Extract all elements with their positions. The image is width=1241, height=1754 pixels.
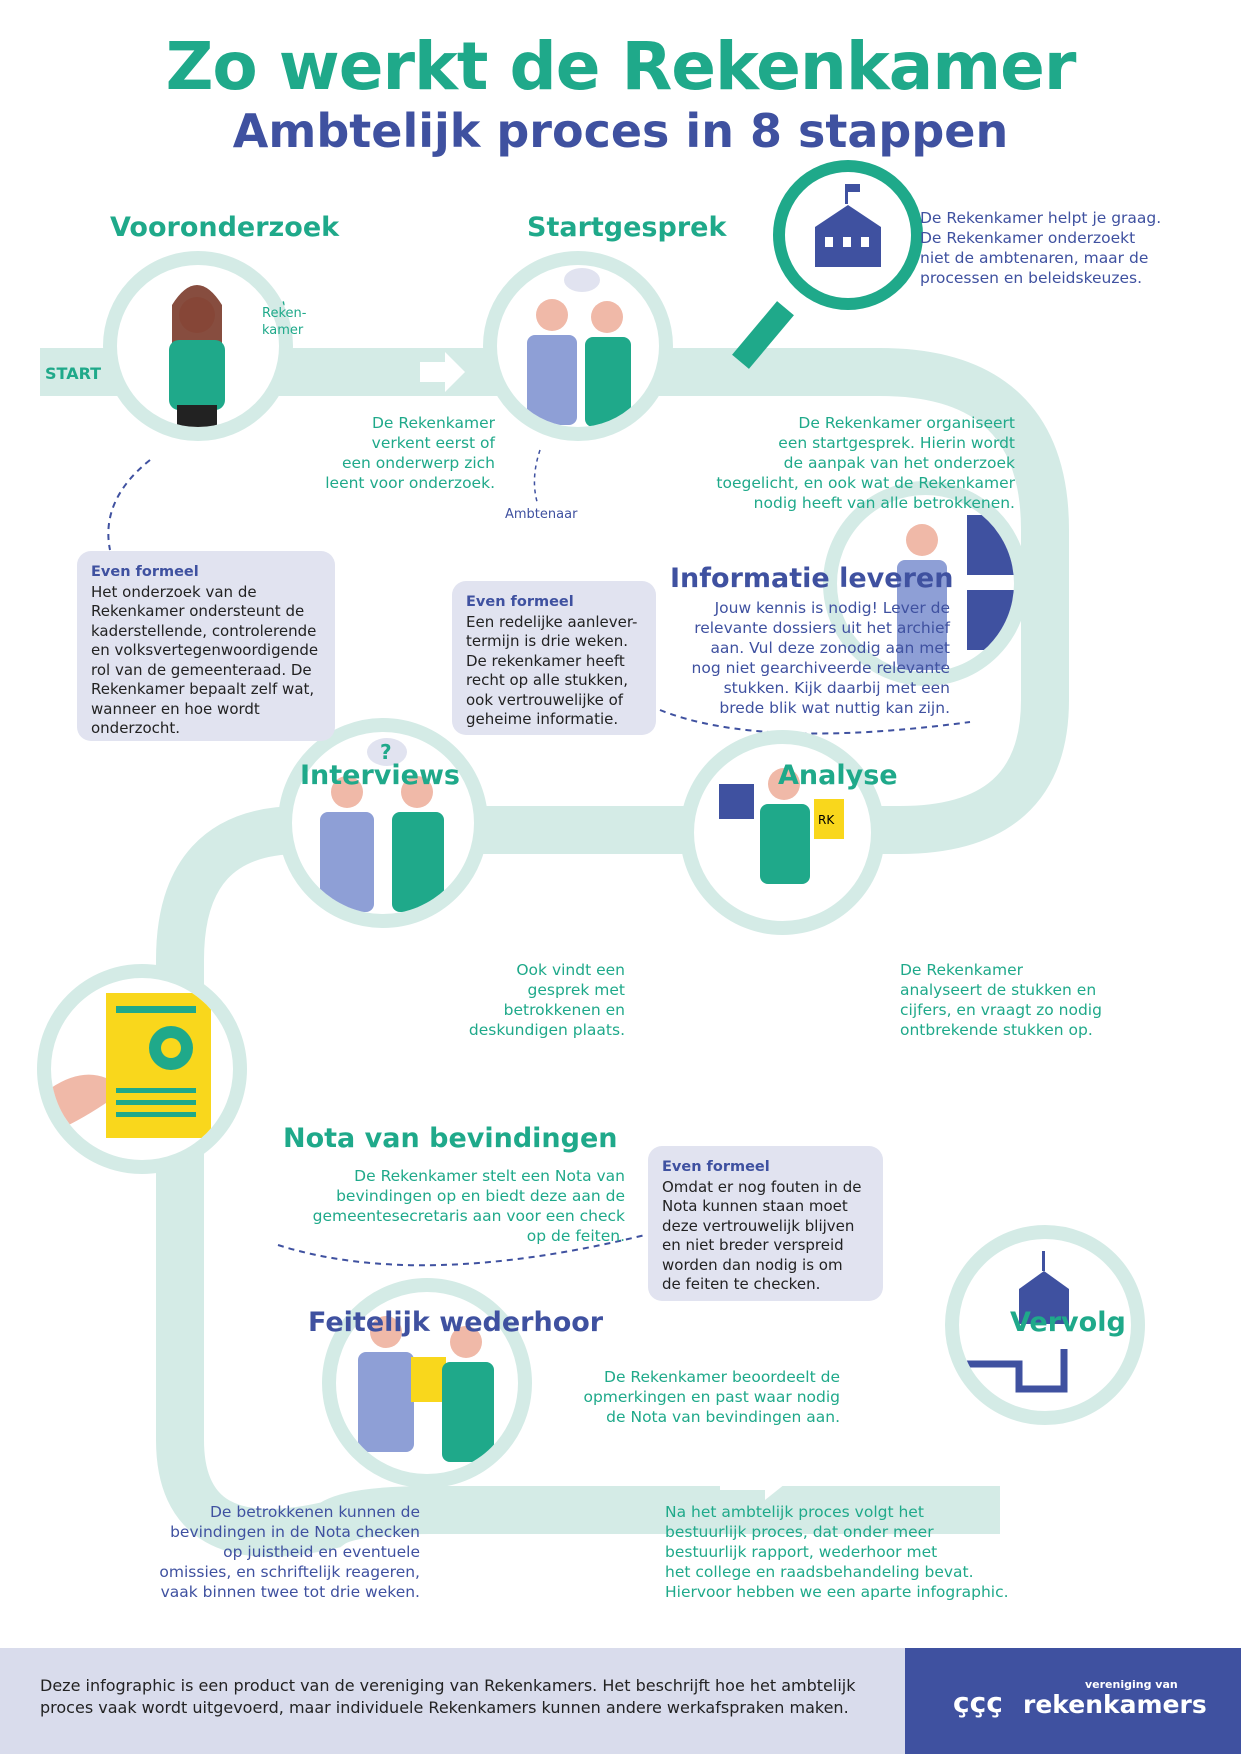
logo-big-text: rekenkamers	[1023, 1690, 1207, 1719]
step-text-nota: De Rekenkamer stelt een Nota van bevindi…	[312, 1167, 625, 1245]
footer-text: Deze infographic is een product van de v…	[0, 1648, 905, 1754]
step-text-analyse: De Rekenkamer analyseert de stukken en c…	[900, 961, 1102, 1039]
step-text-feitelijk-2: De Rekenkamer beoordeelt de opmerkingen …	[583, 1368, 840, 1426]
step-text-informatie: Jouw kennis is nodig! Lever de relevante…	[691, 599, 950, 717]
info-box-text: Het onderzoek van de Rekenkamer onderste…	[91, 582, 319, 738]
svg-text:RK: RK	[818, 813, 835, 827]
logo-small-text: vereniging van	[1085, 1678, 1178, 1691]
step-text-interviews: Ook vindt een gesprek met betrokkenen en…	[468, 961, 625, 1039]
vooronderzoek-illustration	[103, 251, 293, 441]
startgesprek-illustration	[483, 251, 673, 441]
step-title-interviews: Interviews	[300, 760, 460, 791]
label-rekenkamer: Reken- kamer	[262, 306, 307, 338]
step-title-startgesprek: Startgesprek	[527, 212, 727, 243]
info-box-text: Een redelijke aanlever- termijn is drie …	[466, 612, 638, 729]
arrows	[420, 352, 790, 1500]
page-title: Zo werkt de Rekenkamer	[165, 28, 1077, 105]
label-ambtenaar: Ambtenaar	[505, 507, 578, 522]
step-text-startgesprek: De Rekenkamer organiseert een startgespr…	[716, 414, 1015, 512]
nota-illustration	[37, 964, 247, 1174]
magnifier-icon	[773, 160, 923, 310]
magnifier-text: De Rekenkamer helpt je graag. De Rekenka…	[920, 209, 1162, 287]
step-title-nota: Nota van bevindingen	[283, 1123, 618, 1154]
logo-icon: ççç	[953, 1686, 1003, 1719]
page-subtitle: Ambtelijk proces in 8 stappen	[232, 104, 1009, 158]
step-title-vervolg: Vervolg	[1010, 1307, 1126, 1338]
start-label: START	[45, 364, 102, 383]
svg-text:?: ?	[380, 740, 392, 764]
info-box-title: Even formeel	[466, 594, 574, 610]
logo: ççç vereniging van rekenkamers	[905, 1648, 1241, 1754]
info-box-text: Omdat er nog fouten in de Nota kunnen st…	[662, 1177, 862, 1294]
step-text-vervolg: Na het ambtelijk proces volgt het bestuu…	[665, 1503, 1009, 1601]
step-title-analyse: Analyse	[778, 760, 898, 791]
step-text-vooronderzoek: De Rekenkamer verkent eerst of een onder…	[325, 414, 495, 492]
info-box-title: Even formeel	[662, 1159, 770, 1175]
interviews-illustration: ?	[278, 718, 488, 928]
step-title-informatie: Informatie leveren	[670, 563, 954, 594]
info-box-title: Even formeel	[91, 564, 199, 580]
step-text-feitelijk: De betrokkenen kunnen de bevindingen in …	[159, 1503, 420, 1601]
step-title-feitelijk: Feitelijk wederhoor	[308, 1307, 604, 1338]
step-title-vooronderzoek: Vooronderzoek	[110, 212, 340, 243]
